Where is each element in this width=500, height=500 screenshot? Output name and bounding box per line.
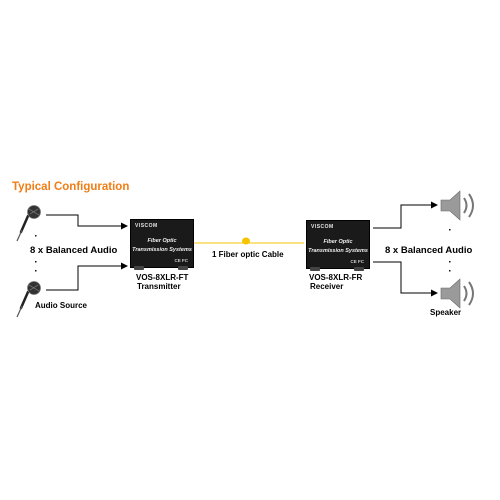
device-marks: CE FC bbox=[350, 259, 365, 264]
device-foot bbox=[354, 267, 364, 271]
vertical-dots: · bbox=[34, 231, 38, 242]
output-audio-label: 8 x Balanced Audio bbox=[385, 245, 473, 256]
speaker-top-line bbox=[373, 201, 438, 229]
vertical-dots: ·· bbox=[34, 257, 38, 277]
transmitter-device: VISCOM Fiber Optic Transmission Systems … bbox=[130, 219, 194, 268]
device-line1: Fiber Optic bbox=[147, 238, 177, 244]
device-foot bbox=[178, 266, 188, 270]
receiver-device: VISCOM Fiber Optic Transmission Systems … bbox=[306, 220, 370, 269]
microphone-icon bbox=[16, 281, 41, 318]
device-foot bbox=[134, 266, 144, 270]
device-line2: Transmission Systems bbox=[308, 248, 368, 254]
microphone-icon bbox=[16, 205, 41, 242]
device-line1: Fiber Optic bbox=[323, 239, 353, 245]
device-marks: CE FC bbox=[174, 258, 189, 263]
receiver-role: Receiver bbox=[310, 282, 344, 291]
receiver-model: VOS-8XLR-FR bbox=[309, 273, 363, 282]
device-line2: Transmission Systems bbox=[132, 247, 192, 253]
mic-bottom-line bbox=[46, 262, 128, 291]
speaker-label: Speaker bbox=[430, 308, 462, 317]
vertical-dots: · bbox=[448, 225, 452, 236]
device-brand: VISCOM bbox=[135, 223, 158, 229]
device-foot bbox=[310, 267, 320, 271]
fiber-cable-label: 1 Fiber optic Cable bbox=[212, 250, 284, 259]
speaker-icon bbox=[440, 278, 474, 309]
transmitter-role: Transmitter bbox=[137, 282, 181, 291]
source-audio-label: 8 x Balanced Audio bbox=[30, 245, 118, 256]
transmitter-model: VOS-8XLR-FT bbox=[136, 273, 189, 282]
audio-source-label: Audio Source bbox=[35, 301, 88, 310]
device-brand: VISCOM bbox=[311, 224, 334, 230]
fiber-connector bbox=[242, 237, 250, 245]
vertical-dots: ·· bbox=[448, 257, 452, 277]
mic-top-line bbox=[46, 214, 128, 230]
speaker-bottom-line bbox=[373, 261, 438, 297]
section-heading: Typical Configuration bbox=[12, 181, 130, 193]
speaker-icon bbox=[440, 190, 474, 221]
